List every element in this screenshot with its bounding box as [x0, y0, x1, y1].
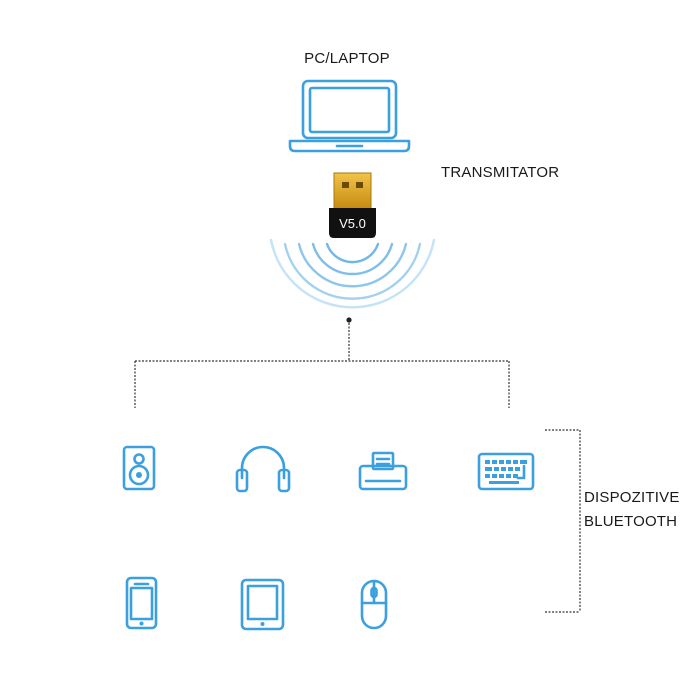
- adapter-version-text: V5.0: [339, 216, 366, 231]
- connector-lines: [134, 317, 510, 408]
- headphones-icon: [235, 445, 291, 493]
- printer-icon: [358, 451, 408, 491]
- bluetooth-devices-label-line2: BLUETOOTH: [584, 513, 678, 530]
- signal-wave: [297, 242, 408, 288]
- usb-adapter-icon: V5.0: [329, 172, 376, 238]
- bluetooth-devices-label: DISPOZITIVE BLUETOOTH: [584, 486, 680, 534]
- speaker-icon: [122, 445, 156, 491]
- signal-waves: [269, 238, 436, 309]
- devices-bracket: [545, 429, 581, 613]
- signal-wave: [325, 242, 380, 264]
- laptop-icon: [288, 79, 411, 153]
- smartphone-icon: [125, 576, 158, 630]
- pc-laptop-label: PC/LAPTOP: [304, 50, 390, 67]
- tablet-icon: [240, 578, 285, 631]
- transmitter-label: TRANSMITATOR: [441, 164, 560, 181]
- bluetooth-devices-label-line1: DISPOZITIVE: [584, 489, 680, 506]
- signal-wave: [311, 242, 394, 276]
- signal-wave: [283, 242, 422, 300]
- mouse-icon: [360, 579, 388, 630]
- signal-wave: [269, 238, 436, 309]
- keyboard-icon: [477, 452, 535, 491]
